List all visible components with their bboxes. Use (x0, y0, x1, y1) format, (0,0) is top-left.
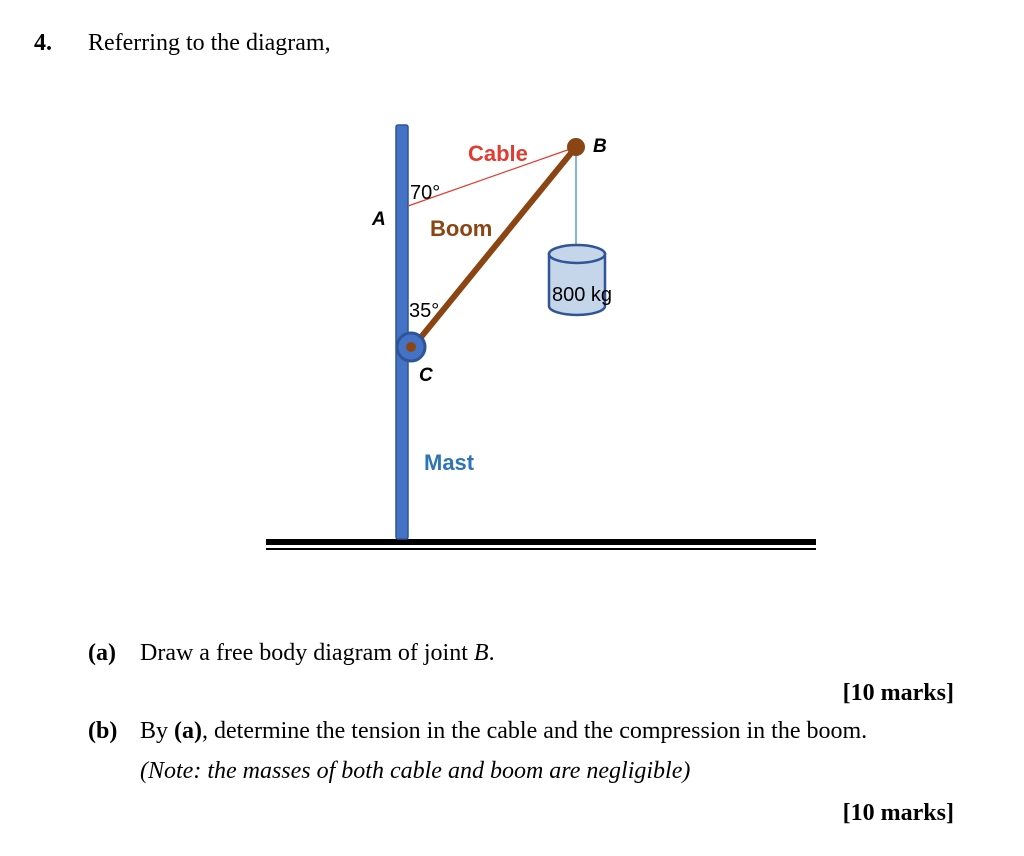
part-b-text-main: , determine the tension in the cable and… (202, 718, 868, 744)
mass-bucket (547, 243, 607, 317)
angle-35-label: 35° (409, 300, 439, 322)
mast-label: Mast (424, 450, 475, 475)
boom (410, 144, 579, 350)
point-a-label: A (371, 209, 386, 230)
part-b-marks: [10 marks] (842, 800, 954, 826)
pin-c-center (406, 342, 416, 352)
point-b-label: B (593, 136, 607, 157)
part-a-joint: B (473, 640, 489, 666)
part-a-text: Draw a free body diagram of joint B. (140, 640, 495, 667)
part-b-label: (b) (88, 718, 118, 744)
ground-thin-line (266, 548, 816, 550)
part-a-period: . (488, 640, 495, 666)
point-c-label: C (419, 365, 433, 386)
part-b-ref: (a) (174, 718, 202, 744)
mast (395, 124, 409, 540)
part-b-note: (Note: the masses of both cable and boom… (140, 758, 691, 784)
part-a-label: (a) (88, 640, 116, 666)
part-b-text: By (a), determine the tension in the cab… (140, 718, 867, 745)
joint-b (567, 138, 585, 156)
boom-mast-diagram: Cable Boom Mast B A C 70° 35° 800 kg (266, 124, 816, 550)
part-b-text-start: By (140, 718, 175, 744)
angle-70-label: 70° (410, 182, 440, 204)
question-number: 4. (34, 30, 52, 56)
part-a-marks: [10 marks] (842, 680, 954, 706)
question-prompt: Referring to the diagram, (88, 30, 331, 56)
mass-label: 800 kg (552, 284, 612, 306)
boom-label: Boom (430, 216, 492, 241)
part-a-text-main: Draw a free body diagram of joint (140, 640, 474, 666)
ground-thick-line (266, 539, 816, 545)
cable-line (407, 146, 577, 207)
cable-label: Cable (468, 141, 528, 166)
